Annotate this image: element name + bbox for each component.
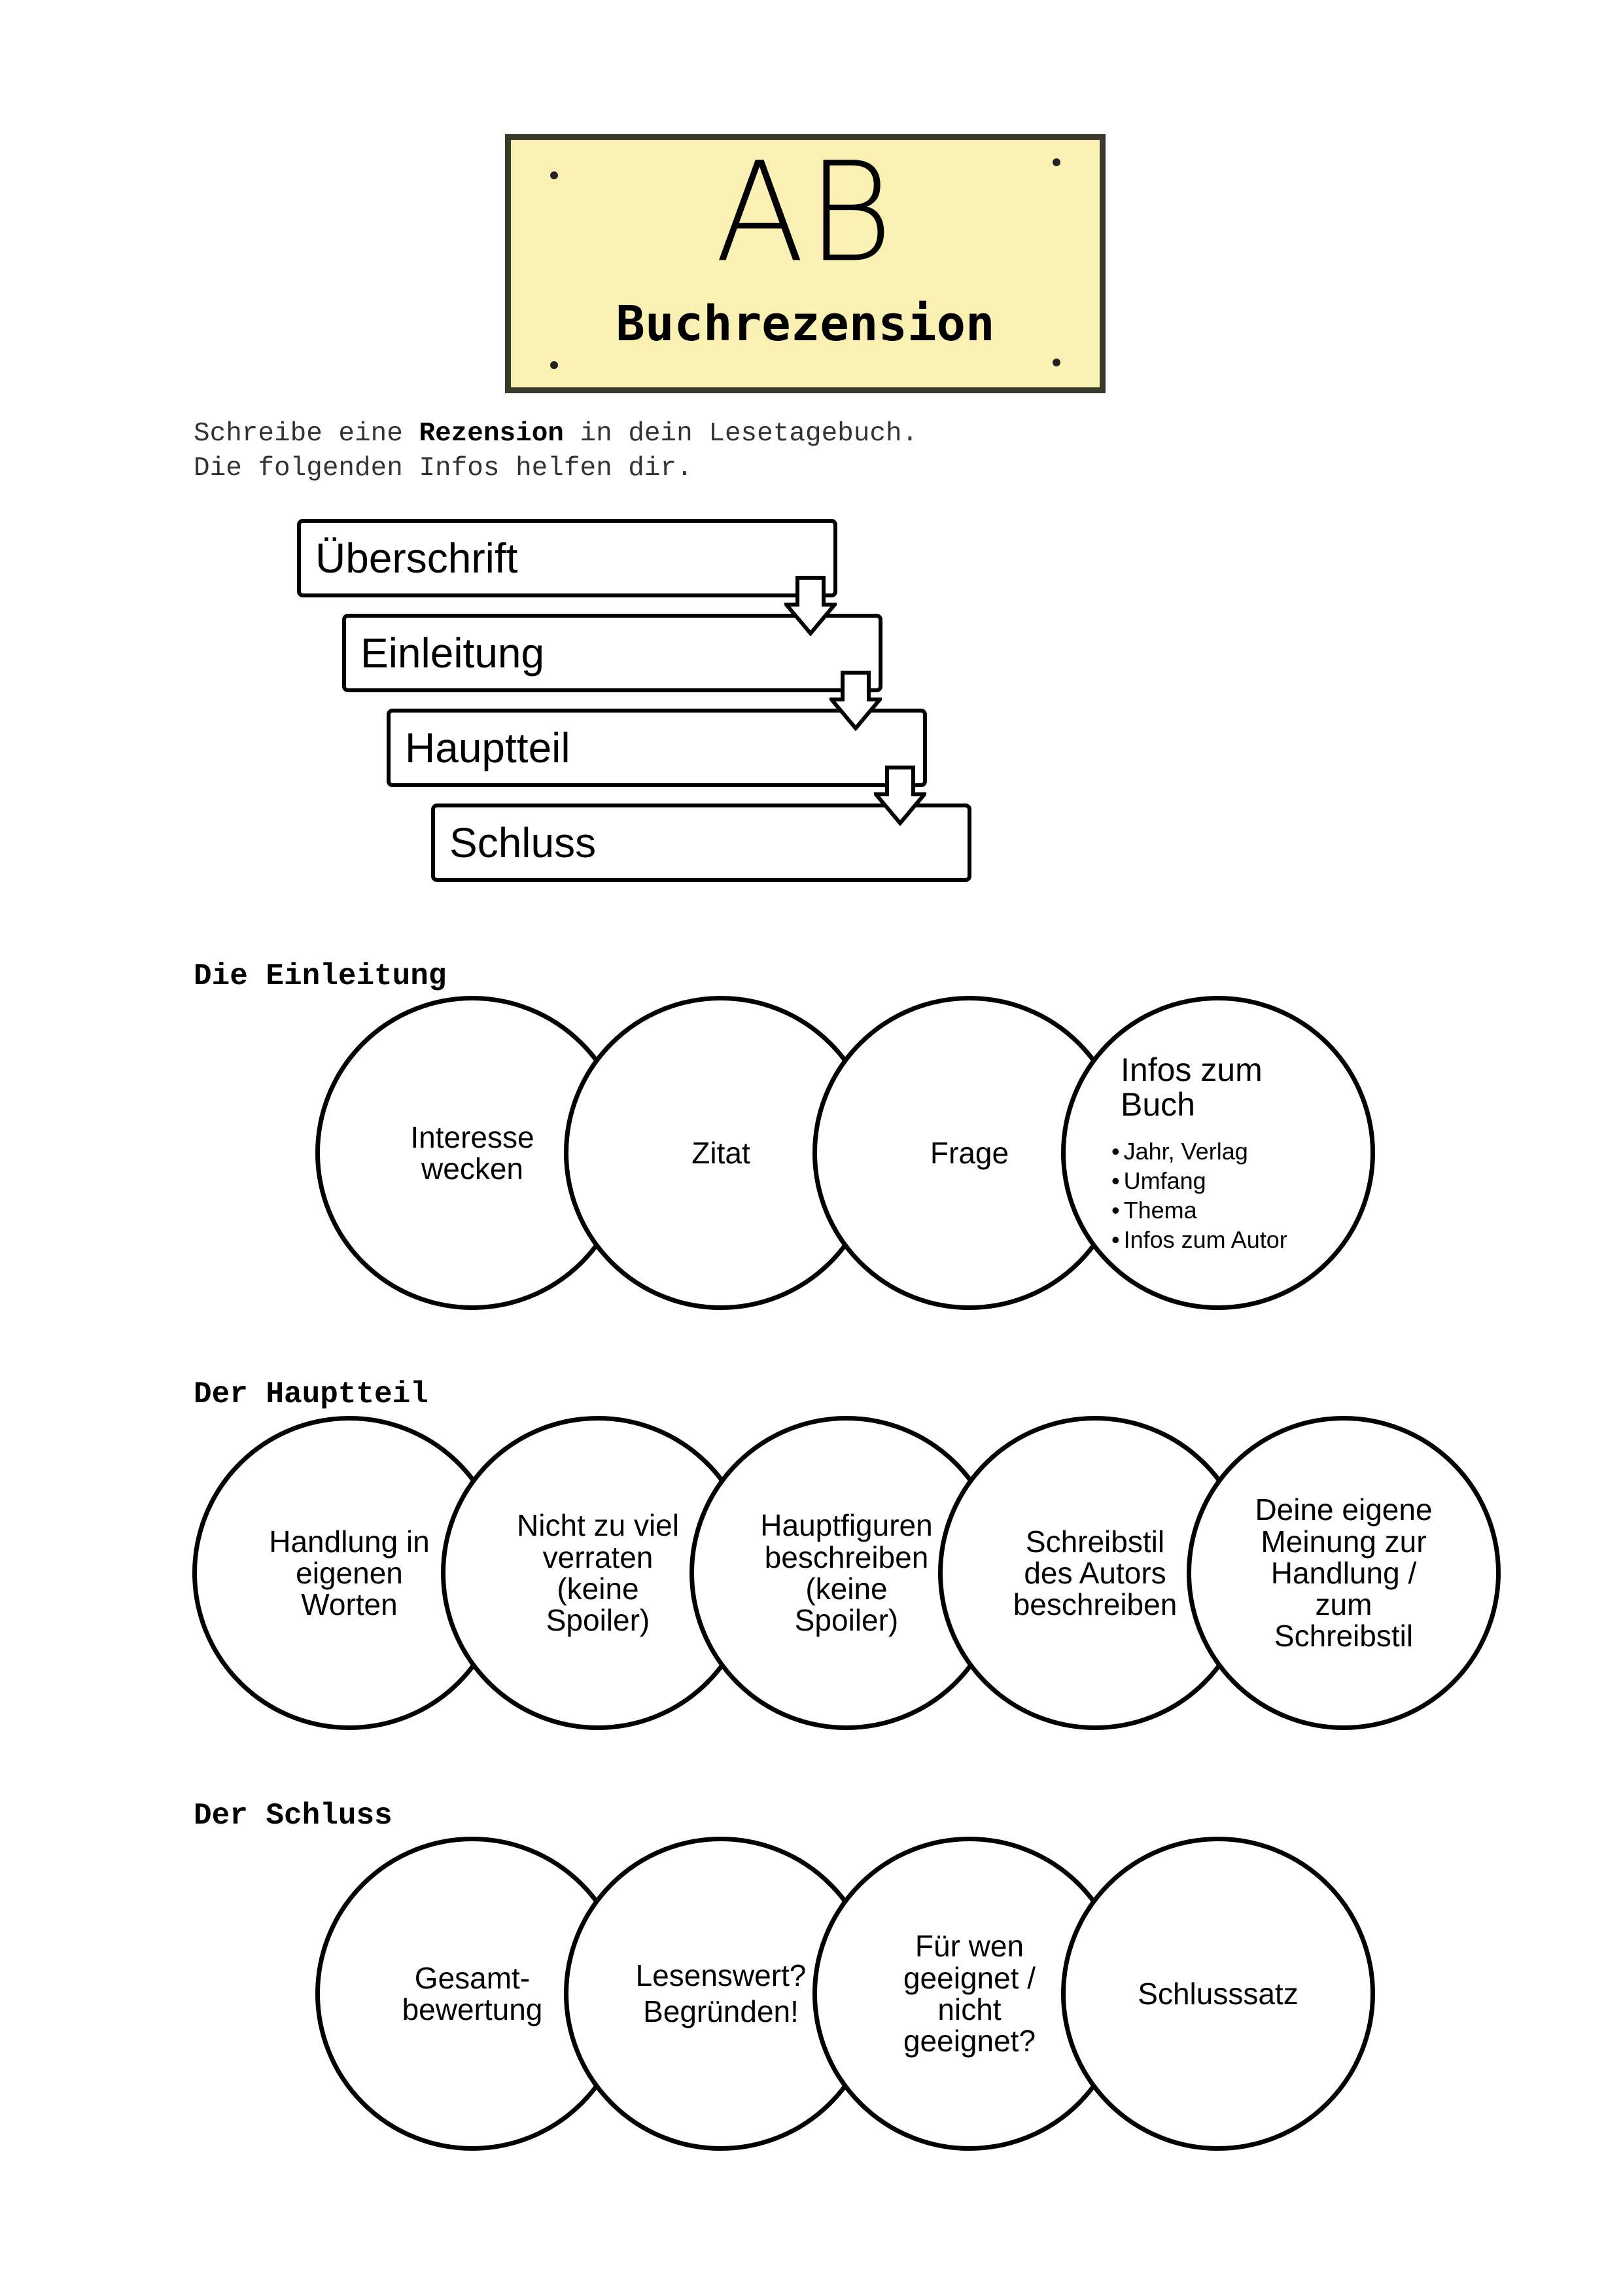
step-einleitung: Einleitung (342, 614, 882, 692)
section-title-einleitung: Die Einleitung (194, 959, 447, 993)
circle-schlusssatz: Schlusssatz (1061, 1837, 1375, 2151)
section-title-hauptteil: Der Hauptteil (194, 1377, 428, 1411)
down-arrow-icon (784, 576, 837, 636)
list-item: Infos zum Autor (1111, 1225, 1287, 1254)
intro-line-1: Schreibe eine Rezension in dein Lesetage… (194, 419, 918, 449)
list-item: Jahr, Verlag (1111, 1137, 1287, 1166)
list-item: Umfang (1111, 1166, 1287, 1195)
circle-nicht-zu-viel-verraten: Nicht zu viel verraten (keine Spoiler) (441, 1416, 755, 1730)
title-sign: AB Buchrezension (505, 134, 1106, 393)
infos-title: Infos zum Buch (1121, 1051, 1263, 1123)
down-arrow-icon (874, 766, 926, 826)
list-item: Thema (1111, 1195, 1287, 1225)
intro-line-2: Die folgenden Infos helfen dir. (194, 453, 693, 484)
circle-infos-zum-buch: Infos zum Buch Jahr, Verlag Umfang Thema… (1061, 996, 1375, 1310)
sign-letters: AB (715, 133, 896, 293)
section-title-schluss: Der Schluss (194, 1799, 393, 1833)
step-hauptteil: Hauptteil (387, 709, 927, 787)
infos-list: Jahr, Verlag Umfang Thema Infos zum Auto… (1111, 1137, 1287, 1254)
circle-eigene-meinung: Deine eigene Meinung zur Handlung / zum … (1187, 1416, 1501, 1730)
circle-gesamtbewertung: Gesamt- bewertung (315, 1837, 629, 2151)
down-arrow-icon (829, 671, 882, 731)
circle-lesenswert: Lesenswert? Begründen! (564, 1837, 878, 2151)
step-ueberschrift: Überschrift (297, 519, 837, 597)
sign-title: Buchrezension (616, 296, 995, 352)
step-schluss: Schluss (431, 804, 971, 882)
